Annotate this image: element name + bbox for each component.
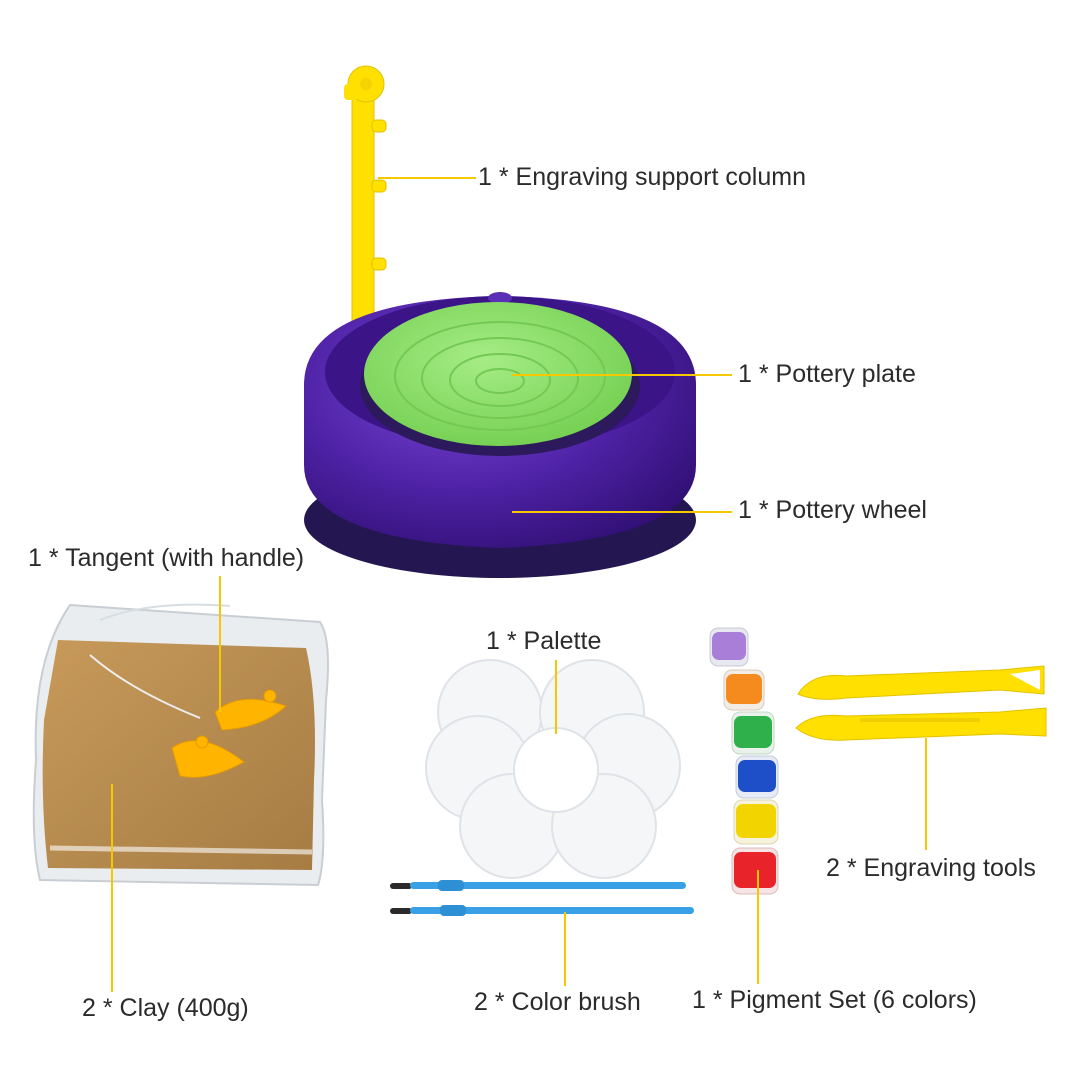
- pigment-jar: [735, 755, 779, 799]
- label-pigment-set: 1 * Pigment Set (6 colors): [692, 986, 977, 1014]
- label-clay: 2 * Clay (400g): [82, 994, 249, 1022]
- label-tangent: 1 * Tangent (with handle): [28, 544, 305, 572]
- engraving-tool-icon: [795, 665, 1047, 741]
- brush-icon: [390, 880, 694, 916]
- tangent-cutter-icon: [171, 689, 287, 778]
- pottery-plate-icon: [360, 302, 640, 456]
- label-color-brush: 2 * Color brush: [474, 988, 641, 1016]
- pigment-jar: [723, 669, 765, 711]
- leader-lines: [111, 177, 927, 992]
- pigment-jar: [731, 847, 779, 895]
- pigment-jar-icon: [709, 627, 779, 895]
- pigment-jar: [733, 799, 779, 845]
- palette-icon: [425, 659, 681, 879]
- label-engraving-support-column: 1 * Engraving support column: [478, 163, 806, 191]
- label-pottery-wheel: 1 * Pottery wheel: [738, 496, 927, 524]
- label-engraving-tools: 2 * Engraving tools: [826, 854, 1036, 882]
- pigment-jar: [731, 711, 775, 755]
- label-palette: 1 * Palette: [486, 627, 602, 655]
- pigment-jar: [709, 627, 749, 667]
- label-pottery-plate: 1 * Pottery plate: [738, 360, 916, 388]
- support-column-icon: [344, 65, 387, 356]
